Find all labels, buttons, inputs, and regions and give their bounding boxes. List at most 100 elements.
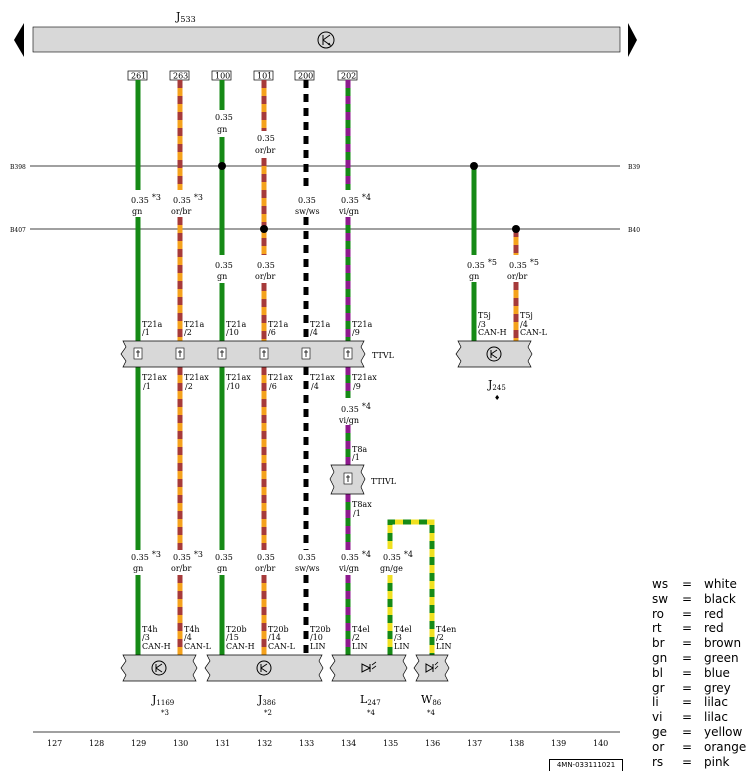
svg-text:T21ax: T21ax bbox=[268, 373, 293, 382]
svg-text:vi/gn: vi/gn bbox=[338, 416, 359, 425]
svg-text:/10: /10 bbox=[310, 633, 323, 642]
legend-equals: = bbox=[682, 680, 693, 695]
svg-text:/1: /1 bbox=[143, 382, 151, 391]
legend-color: blue bbox=[704, 665, 730, 680]
svg-text:sw/ws: sw/ws bbox=[295, 564, 320, 573]
component-j245-label: J245 bbox=[487, 378, 506, 392]
svg-text:0.35*3: 0.35*3 bbox=[173, 193, 203, 205]
legend-equals: = bbox=[682, 739, 693, 754]
legend-code: bl bbox=[652, 665, 663, 680]
legend-color: green bbox=[704, 650, 739, 665]
svg-text:T21ax: T21ax bbox=[352, 373, 377, 382]
svg-text:0.35: 0.35 bbox=[215, 113, 233, 122]
svg-text:/4: /4 bbox=[520, 320, 528, 329]
pin-socket-icon bbox=[133, 347, 143, 360]
legend-row: li=lilac bbox=[652, 695, 746, 710]
svg-text:/1: /1 bbox=[352, 453, 360, 462]
svg-text:101: 101 bbox=[257, 72, 272, 81]
svg-text:128: 128 bbox=[89, 739, 104, 748]
component-w86-box bbox=[413, 654, 450, 682]
svg-text:T20b: T20b bbox=[268, 625, 289, 634]
legend-code: gn bbox=[652, 650, 668, 665]
pin-label-t8ax: T8ax/1 bbox=[352, 500, 372, 518]
document-id: 4MN-033111021 bbox=[549, 759, 623, 771]
title-j533: J533 bbox=[175, 10, 196, 24]
pin-socket-icon bbox=[259, 347, 269, 360]
wire-label-w138: 0.35*5 or/br bbox=[507, 258, 539, 281]
legend-color: pink bbox=[704, 754, 730, 769]
legend-equals: = bbox=[682, 665, 693, 680]
legend-code: or bbox=[652, 739, 665, 754]
svg-text:/2: /2 bbox=[185, 382, 193, 391]
svg-text:gn: gn bbox=[217, 125, 227, 134]
pin-label-t21a-1: T21a/1 bbox=[142, 320, 163, 337]
svg-text:T21a: T21a bbox=[268, 320, 289, 329]
svg-text:130: 130 bbox=[173, 739, 188, 748]
legend-row: ge=yellow bbox=[652, 725, 746, 740]
bus-label-b39: B39 bbox=[628, 164, 640, 171]
svg-text:T5j: T5j bbox=[520, 311, 533, 320]
svg-text:/3: /3 bbox=[394, 633, 402, 642]
component-j386-note: *2 bbox=[264, 709, 272, 717]
wire-label-w133-upper: 0.35 sw/ws bbox=[295, 196, 320, 216]
svg-text:136: 136 bbox=[425, 739, 440, 748]
legend-color: lilac bbox=[704, 710, 728, 725]
svg-text:135: 135 bbox=[383, 739, 398, 748]
legend-row: ro=red bbox=[652, 607, 746, 622]
legend-row: rs=pink bbox=[652, 755, 746, 770]
pin-label-t21ax-6: T21ax/6 bbox=[268, 373, 293, 391]
pin-label-t21a-2: T21a/2 bbox=[184, 320, 205, 337]
pin-socket-icon bbox=[301, 347, 311, 360]
svg-text:or/br: or/br bbox=[171, 564, 191, 573]
svg-text:T21ax: T21ax bbox=[184, 373, 209, 382]
legend-color: orange bbox=[704, 739, 747, 754]
component-j245-note: ♦ bbox=[494, 394, 500, 402]
svg-text:T8ax: T8ax bbox=[352, 500, 372, 509]
svg-text:/15: /15 bbox=[226, 633, 239, 642]
pin-socket-icon bbox=[343, 347, 353, 360]
wire-number-200: 200 bbox=[294, 70, 315, 81]
svg-text:or/br: or/br bbox=[255, 272, 275, 281]
connector-ttivl-label: TTIVL bbox=[371, 477, 397, 486]
wire-number-263: 263 bbox=[169, 70, 190, 81]
svg-text:129: 129 bbox=[131, 739, 146, 748]
control-unit-icon bbox=[486, 346, 502, 362]
component-l247-box bbox=[329, 654, 408, 682]
wire-number-202: 202 bbox=[337, 70, 358, 81]
legend-color: red bbox=[704, 606, 724, 621]
svg-text:0.35: 0.35 bbox=[257, 553, 275, 562]
svg-text:vi/gn: vi/gn bbox=[338, 564, 359, 573]
svg-text:/4: /4 bbox=[310, 328, 318, 337]
svg-text:/10: /10 bbox=[226, 328, 239, 337]
svg-text:or/br: or/br bbox=[171, 207, 191, 216]
legend-equals: = bbox=[682, 695, 693, 710]
legend-code: sw bbox=[652, 591, 669, 606]
svg-text:sw/ws: sw/ws bbox=[295, 207, 320, 216]
svg-text:or/br: or/br bbox=[255, 564, 275, 573]
legend-row: gr=grey bbox=[652, 681, 746, 696]
svg-text:/1: /1 bbox=[142, 328, 150, 337]
svg-text:138: 138 bbox=[509, 739, 524, 748]
legend-row: vi=lilac bbox=[652, 710, 746, 725]
pin-label-t21ax-2: T21ax/2 bbox=[184, 373, 209, 391]
svg-text:CAN-L: CAN-L bbox=[268, 642, 296, 651]
control-unit-icon bbox=[317, 31, 335, 49]
svg-text:T21ax: T21ax bbox=[226, 373, 251, 382]
svg-text:200: 200 bbox=[298, 72, 313, 81]
pin-socket-icon bbox=[175, 347, 185, 360]
wire-number-261: 261 bbox=[127, 70, 148, 81]
component-j245-box bbox=[455, 340, 533, 368]
legend-row: ws=white bbox=[652, 577, 746, 592]
svg-text:T20b: T20b bbox=[310, 625, 331, 634]
connector-ttvl bbox=[120, 340, 366, 368]
svg-text:131: 131 bbox=[215, 739, 230, 748]
svg-text:202: 202 bbox=[341, 72, 356, 81]
control-unit-icon bbox=[151, 660, 167, 676]
svg-text:/6: /6 bbox=[269, 382, 277, 391]
svg-text:/3: /3 bbox=[142, 633, 150, 642]
svg-text:127: 127 bbox=[47, 739, 62, 748]
wire-label-w131-lower: 0.35 gn bbox=[215, 553, 233, 573]
wire-number-100: 100 bbox=[211, 70, 232, 81]
component-l247-label: L247 bbox=[360, 693, 381, 707]
svg-text:0.35: 0.35 bbox=[298, 553, 316, 562]
